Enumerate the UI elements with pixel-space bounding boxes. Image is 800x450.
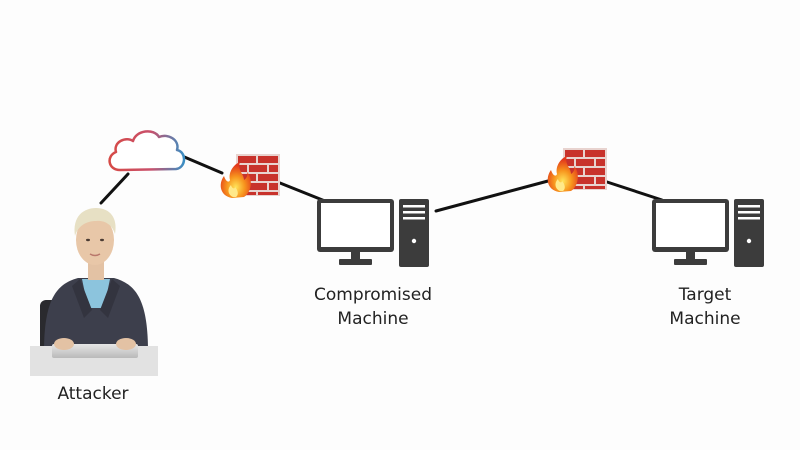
cloud-icon xyxy=(108,130,186,172)
compromised-machine-label: Compromised Machine xyxy=(303,283,443,331)
firewall-icon xyxy=(220,154,280,198)
desktop-computer-icon xyxy=(652,199,764,267)
connection-lines xyxy=(99,154,664,213)
target-machine-label: Target Machine xyxy=(645,283,765,331)
firewall-icon xyxy=(547,148,607,192)
attacker-label: Attacker xyxy=(57,384,129,404)
compromised-label-line-2: Machine xyxy=(337,309,409,329)
link-firewall-2-target xyxy=(602,179,664,202)
target-label-line-2: Machine xyxy=(669,309,741,329)
link-attacker-cloud xyxy=(99,172,130,205)
link-cloud-firewall-1 xyxy=(180,154,224,175)
target-label-line-1: Target xyxy=(678,285,732,305)
link-compromised-firewall-2 xyxy=(434,179,550,213)
desktop-computer-icon xyxy=(317,199,429,267)
compromised-label-line-1: Compromised xyxy=(313,285,433,305)
attacker-person-icon xyxy=(30,208,158,376)
